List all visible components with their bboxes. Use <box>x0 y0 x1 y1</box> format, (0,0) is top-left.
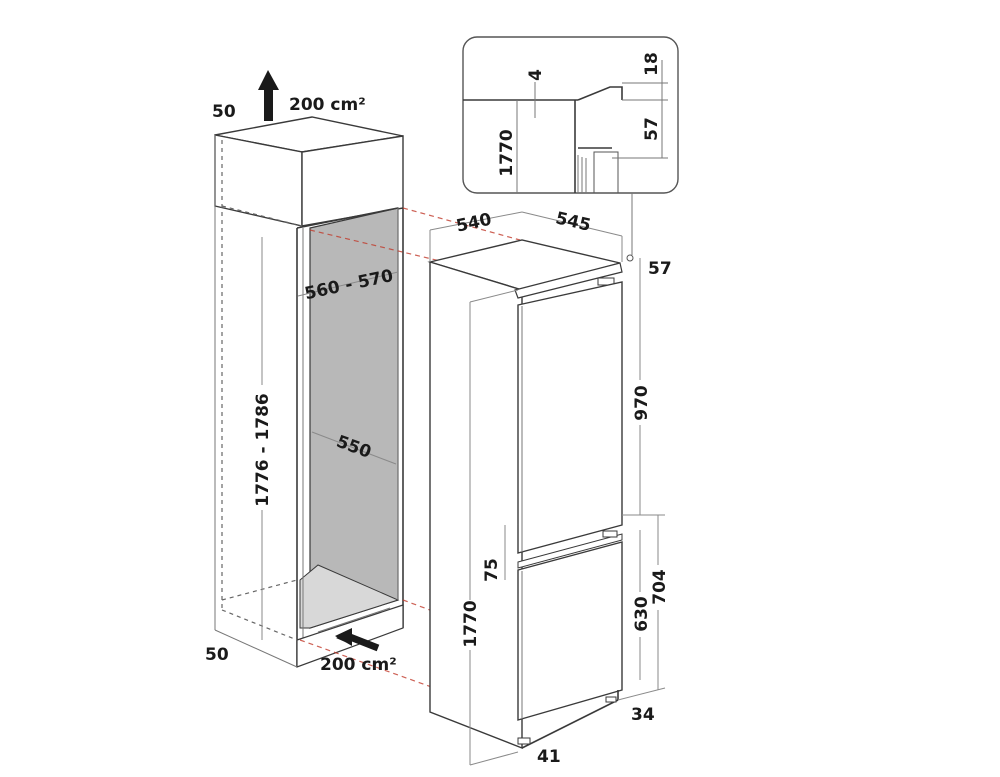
inset-hinge-offset-label: 57 <box>642 117 662 141</box>
door-gap-label: 75 <box>482 558 502 582</box>
lower-section-height-label: 704 <box>650 569 670 605</box>
appliance-top-offset-label: 57 <box>648 259 672 279</box>
projection-lines <box>299 207 521 691</box>
appliance-total-height-label: 1770 <box>461 600 481 647</box>
bottom-vent-arrow-icon <box>335 628 380 652</box>
inset-top-step-label: 18 <box>642 52 662 76</box>
appliance-depth-label: 540 <box>455 210 494 237</box>
top-vent-area-label: 200 cm² <box>289 95 366 115</box>
bottom-vent-area-label: 200 cm² <box>320 655 397 675</box>
inset-height-label: 1770 <box>497 129 517 176</box>
appliance <box>427 239 623 750</box>
niche-height-label: 1776 - 1786 <box>253 393 273 507</box>
niche-top-clearance-label: 50 <box>212 102 236 122</box>
upper-door-height-label: 970 <box>632 385 652 421</box>
lower-door-height-label: 630 <box>632 596 652 632</box>
appliance-width-label: 545 <box>554 208 593 235</box>
top-vent-arrow-icon <box>258 70 279 121</box>
detail-inset: 4 18 57 1770 <box>462 36 679 194</box>
niche-cabinet <box>214 116 404 668</box>
appliance-foot-depth-label: 41 <box>537 747 561 767</box>
inset-gap-label: 4 <box>526 69 546 81</box>
appliance-bottom-offset-label: 34 <box>631 705 655 725</box>
niche-bottom-clearance-label: 50 <box>205 645 229 665</box>
